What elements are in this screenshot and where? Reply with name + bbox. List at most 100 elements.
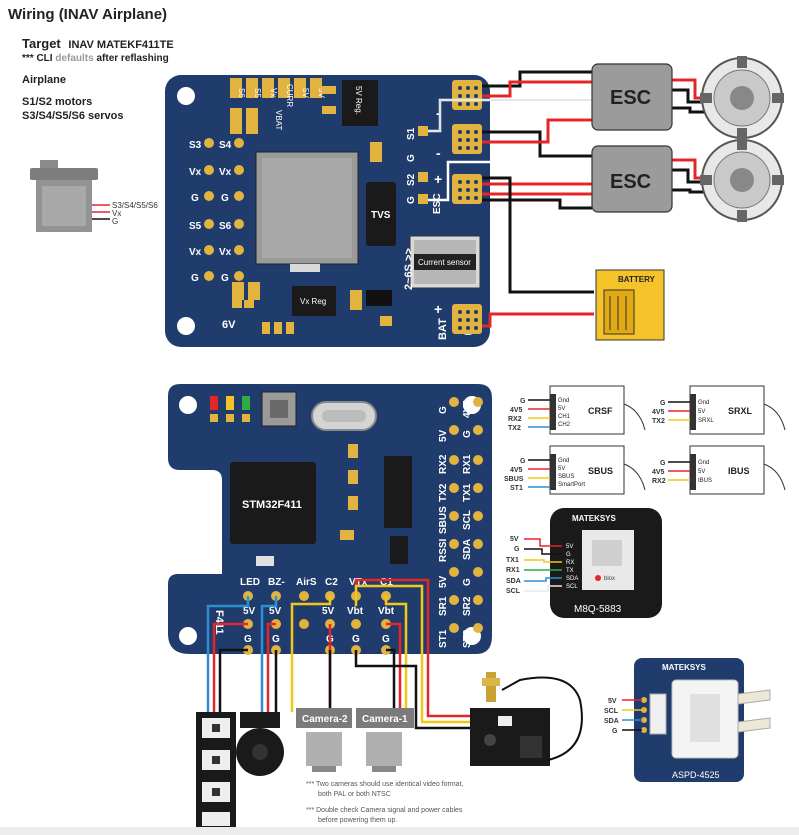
gps-pin-g: G (566, 552, 571, 558)
fc-label-led: LED (240, 577, 260, 588)
servo-illustration: S3/S4/S5/S6 Vx G (30, 160, 158, 232)
crsf-r-3: CH2 (558, 422, 571, 428)
fc-pad-scl: SCL (462, 510, 473, 530)
pdb-bat: BAT (437, 318, 449, 340)
target-line: Target INAV MATEKF411TE (22, 36, 174, 51)
gps-pin-sda: SDA (566, 576, 578, 582)
pdb-top-s6: S6 (237, 88, 246, 98)
receiver-srxl: SRXL Gnd 5V SRXL G 4V5 TX2 (652, 385, 786, 435)
fc-pad-sda: SDA (462, 539, 473, 560)
pdb-label-s6: S6 (219, 221, 232, 232)
pdb-plus-1: + (434, 171, 442, 187)
cli-suffix: after reflashing (96, 53, 169, 64)
gps-l-sda: SDA (506, 578, 521, 585)
pdb-label-vx4: Vx (219, 247, 232, 258)
fc-pad-g-c: G (462, 578, 473, 586)
servo-wire-vx: Vx (112, 209, 121, 218)
fc-5v-1: 5V (243, 606, 256, 617)
fc-peripheral-wiring (206, 578, 470, 730)
camera-2-label: Camera-2 (302, 714, 348, 725)
note-1b: both PAL or both NTSC (318, 791, 391, 798)
gps-pin-tx: TX (566, 568, 574, 574)
gps-module: MATEKSYS M8Q-5883 blox 5V G RX TX SDA SC… (506, 508, 662, 618)
fc-vbt-1: Vbt (347, 606, 364, 617)
crsf-r-2: CH1 (558, 414, 571, 420)
ibus-r-2: IBUS (698, 478, 712, 484)
fc-pad-sr2: SR2 (462, 596, 473, 616)
gps-pin-scl: SCL (566, 584, 578, 590)
fc-pad-4v5: 4V5 (462, 400, 473, 418)
aspd-brand: MATEKSYS (662, 663, 707, 672)
pdb-label-g1: G (191, 193, 199, 204)
pdb-top-vx: Vx (269, 88, 278, 97)
cli-note: *** CLI defaults after reflashing (22, 53, 169, 64)
pdb-board: S3 S4 Vx Vx G G S5 S6 Vx Vx G G S6 S5 Vx… (165, 75, 490, 347)
crsf-l-2: RX2 (508, 416, 522, 423)
pdb-tvs: TVS (371, 210, 391, 221)
fc-pad-sr1: SR1 (438, 596, 449, 616)
pdb-cells: 2~6S >> (403, 248, 415, 290)
bottom-edge (0, 827, 799, 835)
pdb-label-g3: G (191, 273, 199, 284)
fc-pad-rx1: RX1 (462, 454, 473, 474)
vtx (470, 672, 583, 766)
pdb-esc-s1: S1 (406, 127, 417, 140)
target-label: Target (22, 36, 61, 51)
ibus-l-2: RX2 (652, 478, 666, 485)
esc-1: ESC (591, 63, 673, 131)
battery-label: BATTERY (618, 275, 656, 284)
receiver-ibus: IBUS Gnd 5V IBUS G 4V5 RX2 (652, 445, 786, 495)
servo-wire-g: G (112, 217, 118, 226)
aspd-model: ASPD-4525 (672, 770, 720, 780)
gps-l-5v: 5V (510, 536, 519, 543)
aspd-l-5v: 5V (608, 698, 617, 705)
fc-pad-tx2: TX2 (438, 483, 449, 502)
srxl-l-2: TX2 (652, 418, 665, 425)
fc-5v-2: 5V (269, 606, 282, 617)
sbus-l-3: ST1 (510, 485, 523, 492)
fc-g-4: G (352, 634, 360, 645)
pdb-5v-reg: 5V Reg. (354, 86, 363, 115)
battery: BATTERY (595, 269, 665, 341)
gps-l-g: G (514, 546, 520, 553)
pdb-current-sensor: Current sensor (418, 258, 471, 267)
fc-label-vtx: VTx (349, 577, 368, 588)
motor-1 (700, 56, 784, 140)
esc-1-label: ESC (610, 87, 651, 109)
esc-wiring (428, 70, 708, 328)
cli-prefix: *** CLI (22, 53, 53, 64)
crsf-r-1: 5V (558, 406, 565, 412)
pdb-label-vx1: Vx (189, 167, 202, 178)
camera-1-label: Camera-1 (362, 714, 408, 725)
fc-pad-st1: ST1 (438, 629, 449, 648)
fc-label-bz: BZ- (268, 577, 285, 588)
sbus-l-0: G (520, 458, 526, 465)
pdb-esc-g2: G (406, 196, 417, 204)
motors-label: S1/S2 motors (22, 96, 93, 108)
ibus-l-0: G (660, 460, 666, 467)
fc-pad-rssi: RSSI (438, 538, 449, 562)
fc-label-airs: AirS (296, 577, 317, 588)
pdb-esc-s2: S2 (406, 173, 417, 186)
fc-pad-5v-a: 5V (438, 429, 449, 442)
pdb-label-s5: S5 (189, 221, 202, 232)
pdb-plus-2: + (434, 301, 442, 317)
fc-5v-3: 5V (322, 606, 335, 617)
fc-label-c2: C2 (325, 577, 338, 588)
pdb-label-g2: G (221, 193, 229, 204)
fc-g-1: G (244, 634, 252, 645)
pdb-esc-label: ESC (432, 193, 443, 214)
ibus-r-1: 5V (698, 469, 705, 475)
pdb-label-s4: S4 (219, 140, 232, 151)
gps-chip-brand: blox (604, 576, 615, 582)
fc-pad-rx2: RX2 (438, 454, 449, 474)
sbus-name: SBUS (588, 466, 613, 476)
pdb-6v: 6V (222, 319, 236, 331)
notes: *** Two cameras should use identical vid… (306, 781, 464, 824)
pdb-label-s3: S3 (189, 140, 202, 151)
fc-pad-st2: ST2 (462, 629, 473, 648)
esc-2-label: ESC (610, 171, 651, 193)
page-title: Wiring (INAV Airplane) (8, 6, 168, 23)
target-name: INAV MATEKF411TE (68, 39, 174, 51)
